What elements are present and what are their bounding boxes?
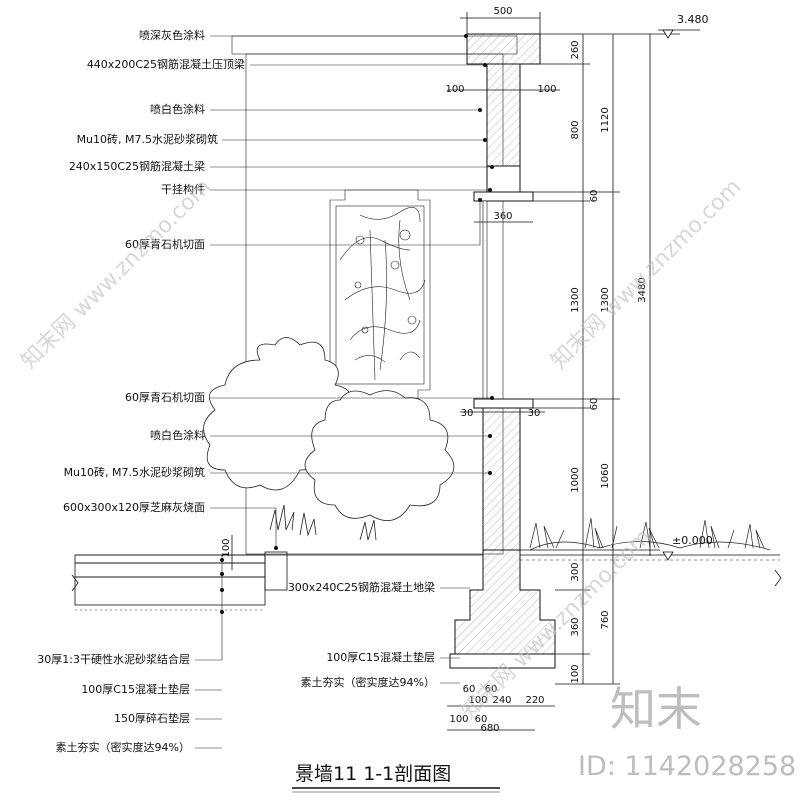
dim-step-height: 100: [221, 538, 232, 557]
grass: [529, 517, 771, 551]
title-block: 景墙11 1-1剖面图: [292, 763, 500, 793]
dim-offset-left: 30: [461, 408, 474, 419]
dim-v-300: 300: [570, 562, 581, 581]
label-concrete-bed-footing: 100厚C15混凝土垫层: [326, 650, 435, 664]
drawing-title: 景墙11 1-1剖面图: [295, 763, 451, 785]
label-brick-upper: Mu10砖, M7.5水泥砂浆砌筑: [77, 132, 218, 146]
dim-v-total: 3480: [637, 277, 648, 302]
dim-v-60-lower: 60: [589, 398, 600, 411]
label-concrete-bed: 100厚C15混凝土垫层: [81, 682, 190, 696]
dim-stone-depth: 360: [493, 211, 512, 222]
elevation-top: 3.480: [677, 13, 709, 26]
elevation-ground: ±0.000: [672, 534, 713, 547]
leader-lines: [195, 34, 494, 749]
dim-v-360: 360: [570, 617, 581, 636]
label-paint-dark-grey: 喷深灰色涂料: [139, 28, 205, 42]
label-mortar-bed: 30厚1:3干硬性水泥砂浆结合层: [37, 652, 190, 666]
watermark-id: ID: 1142028258: [578, 751, 796, 782]
dim-b-240: 240: [492, 695, 511, 706]
label-paint-white-upper: 喷白色涂料: [150, 102, 205, 116]
dim-b-60-c: 60: [485, 684, 498, 695]
dim-v-1000: 1000: [570, 467, 581, 492]
dim-v-100: 100: [570, 664, 581, 683]
watermark-diagonal-right: 知末网 www.znzmo.com: [547, 174, 747, 374]
dim-cap-overhang-left: 100: [445, 84, 464, 95]
vertical-dimensions-outer: 1120 1300 1060 760 3480: [600, 107, 648, 629]
dim-b-100-b: 100: [449, 714, 468, 725]
left-labels: 喷深灰色涂料 440x200C25钢筋混凝土压顶梁 喷白色涂料 Mu10砖, M…: [63, 28, 245, 514]
dim-v-760: 760: [600, 610, 611, 629]
dim-b-220: 220: [525, 695, 544, 706]
dim-v-800: 800: [570, 120, 581, 139]
label-bluestone-lower: 60厚青石机切面: [125, 390, 205, 404]
label-bluestone-upper: 60厚青石机切面: [125, 237, 205, 251]
dim-cap-overhang-right: 100: [537, 84, 556, 95]
dim-v-1060: 1060: [600, 463, 611, 488]
label-ground-beam: 300x240C25钢筋混凝土地梁: [288, 580, 435, 594]
label-compacted-soil-left: 素土夯实（密实度达94%）: [56, 740, 190, 754]
dim-offset-right: 30: [528, 408, 541, 419]
watermark-brand: 知末: [610, 682, 702, 736]
dim-b-100: 100: [468, 695, 487, 706]
shrubs: [203, 337, 455, 541]
bottom-dimensions: 100 240 220 60 60 100 60 680: [449, 684, 544, 734]
label-dry-hang: 干挂构件: [161, 182, 205, 196]
label-granite-paving: 600x300x120厚芝麻灰烧面: [63, 500, 205, 514]
footing-labels: 300x240C25钢筋混凝土地梁 100厚C15混凝土垫层 素土夯实（密实度达…: [288, 580, 435, 689]
wall-section: [449, 33, 556, 669]
label-brick-lower: Mu10砖, M7.5水泥砂浆砌筑: [64, 465, 205, 479]
dim-v-1120: 1120: [600, 107, 611, 132]
label-paint-white-lower: 喷白色涂料: [150, 428, 205, 442]
label-gravel-bed: 150厚碎石垫层: [114, 711, 190, 725]
label-rc-beam: 240x150C25钢筋混凝土梁: [69, 159, 205, 173]
dim-v-260: 260: [570, 40, 581, 59]
dim-b-60-b: 60: [475, 714, 488, 725]
dimension-lines: [231, 12, 700, 731]
dim-v-1300-outer: 1300: [600, 287, 611, 312]
elevation-marks: 3.480 ±0.000: [672, 13, 713, 547]
vertical-dimensions-inner: 260 800 60 1300 60 1000 300 360 100: [570, 40, 600, 683]
carved-stone-panel: [339, 207, 426, 381]
dim-b-60-a: 60: [463, 684, 476, 695]
top-dimensions: 500 100 100 360 30 30: [445, 6, 556, 419]
label-coping-beam: 440x200C25钢筋混凝土压顶梁: [87, 57, 245, 71]
dim-cap-width: 500: [493, 6, 512, 17]
dim-v-1300-inner: 1300: [570, 287, 581, 312]
label-compacted-soil-right: 素土夯实（密实度达94%）: [301, 675, 435, 689]
dim-b-total: 680: [480, 723, 499, 734]
watermark-diagonal-left: 知末网 www.znzmo.com: [17, 174, 217, 374]
bottom-left-labels: 30厚1:3干硬性水泥砂浆结合层 100厚C15混凝土垫层 150厚碎石垫层 素…: [37, 652, 190, 754]
dim-v-60-upper: 60: [589, 190, 600, 203]
